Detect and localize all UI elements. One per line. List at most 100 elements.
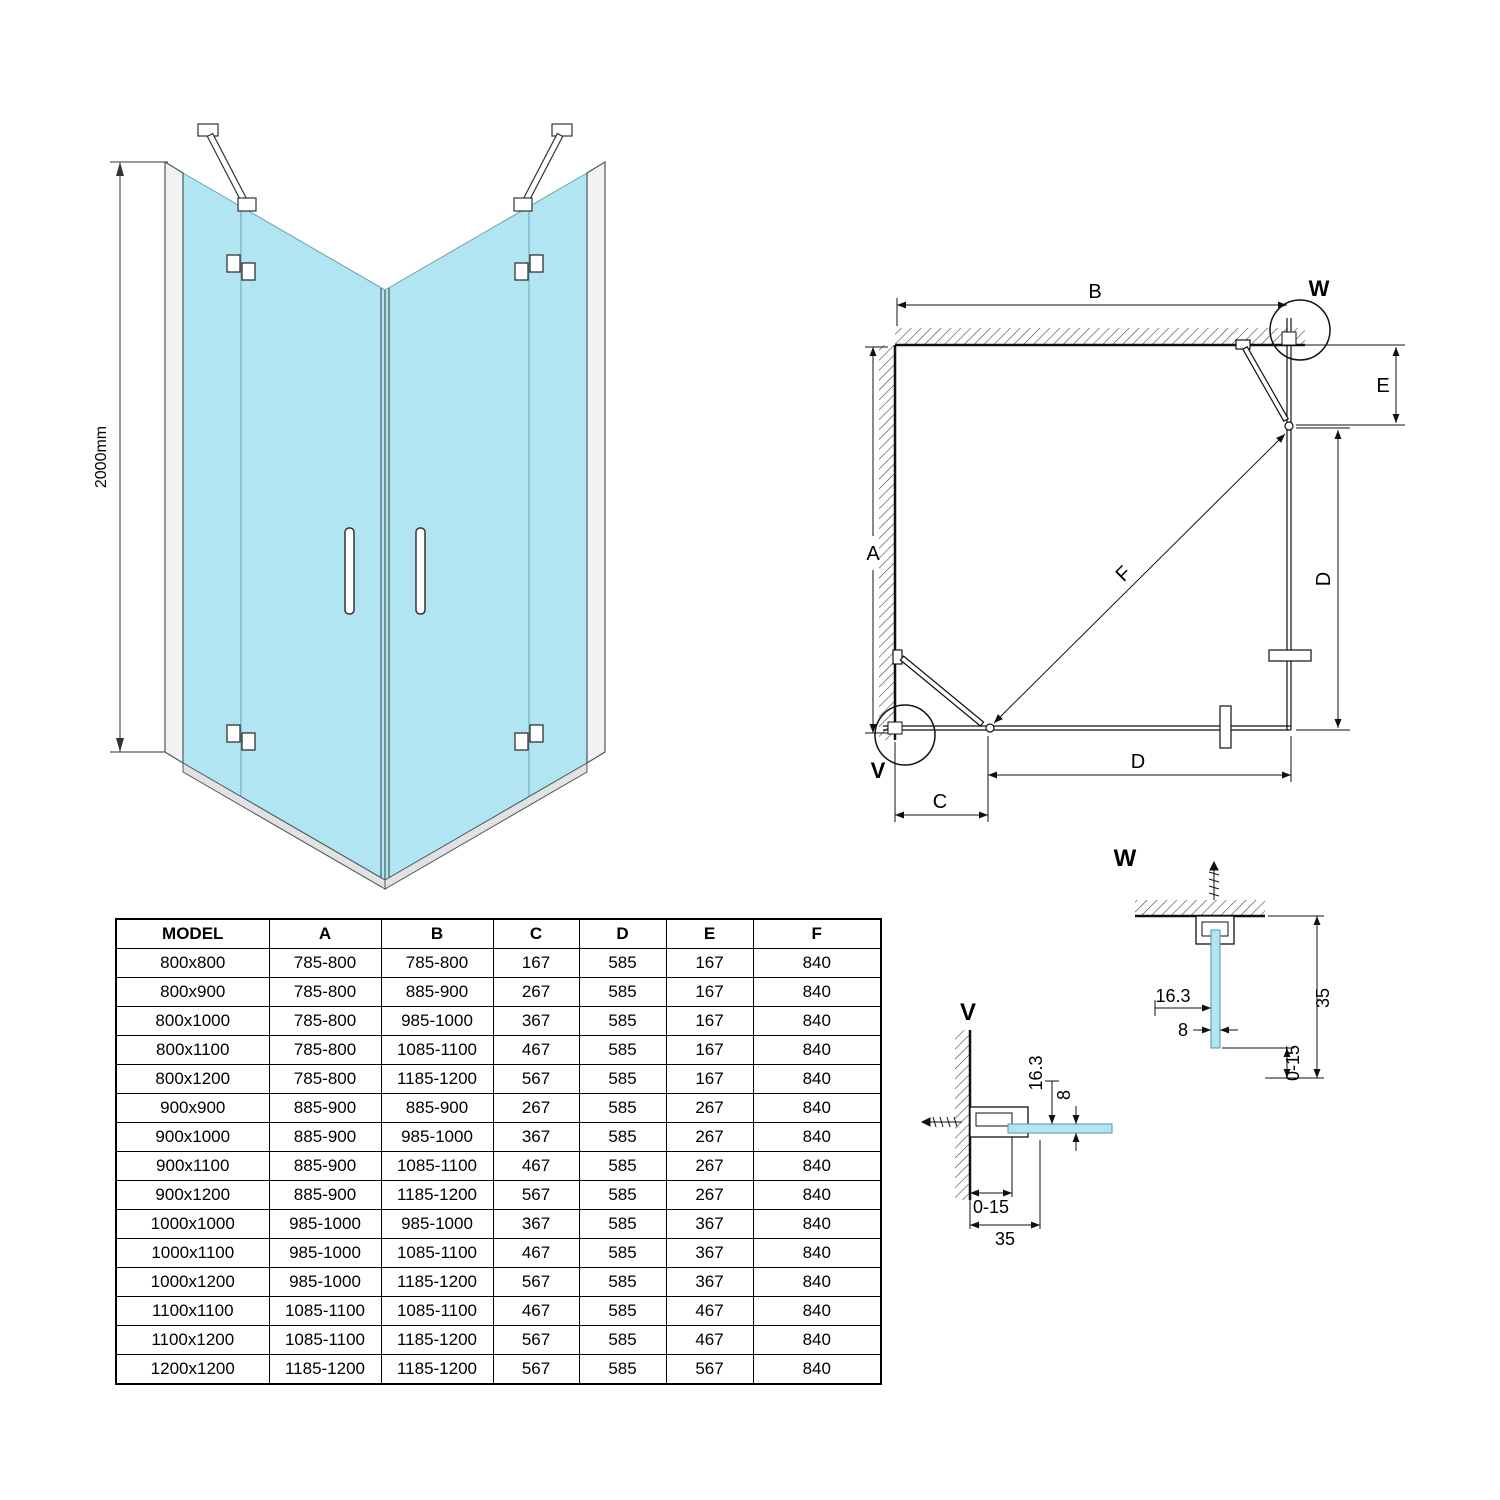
table-cell: 840 bbox=[752, 1151, 882, 1181]
dim-0-15: 0-15 bbox=[973, 1197, 1009, 1217]
table-cell: 840 bbox=[752, 1122, 882, 1152]
hinge bbox=[514, 732, 529, 751]
dim-35: 35 bbox=[1313, 988, 1333, 1008]
dim-16-3: 16.3 bbox=[1155, 986, 1190, 1006]
table-cell: 585 bbox=[578, 1035, 667, 1065]
label-f: F bbox=[1112, 562, 1136, 586]
plan-view: B A E D F C D W V bbox=[865, 276, 1405, 822]
top-wall-hatch bbox=[895, 328, 1305, 345]
table-cell: 585 bbox=[578, 1151, 667, 1181]
wall-profile-right bbox=[586, 160, 606, 765]
dim-35: 35 bbox=[995, 1229, 1015, 1249]
table-cell: 167 bbox=[665, 948, 754, 978]
table-cell: 1185-1200 bbox=[380, 1180, 494, 1210]
wall-anchor bbox=[551, 123, 573, 137]
table-cell: 900x1200 bbox=[115, 1180, 270, 1210]
table-cell: 1085-1100 bbox=[268, 1325, 382, 1355]
dim-line-f bbox=[993, 433, 1286, 724]
hinges bbox=[226, 254, 544, 751]
table-cell: 900x900 bbox=[115, 1093, 270, 1123]
table-cell: 467 bbox=[665, 1325, 754, 1355]
dim-8: 8 bbox=[1178, 1020, 1188, 1040]
table-cell: 585 bbox=[578, 1180, 667, 1210]
detail-marker-v bbox=[874, 704, 936, 766]
table-cell: 1000x1000 bbox=[115, 1209, 270, 1239]
wall-hatch bbox=[955, 1030, 970, 1200]
profile-inner bbox=[975, 1112, 1013, 1127]
ceiling-hatch bbox=[1135, 900, 1265, 916]
table-cell: 585 bbox=[578, 948, 667, 978]
hinge bbox=[514, 262, 529, 281]
hinge bbox=[241, 732, 256, 751]
table-cell: 885-900 bbox=[380, 1093, 494, 1123]
table-header-row: MODEL A B C D E F bbox=[115, 918, 882, 949]
table-cell: 840 bbox=[752, 1267, 882, 1297]
table-cell: 585 bbox=[578, 1238, 667, 1268]
label-a: A bbox=[866, 543, 880, 565]
wall-bracket bbox=[892, 649, 903, 665]
table-cell: 1085-1100 bbox=[380, 1238, 494, 1268]
table-cell: 1100x1100 bbox=[115, 1296, 270, 1326]
table-cell: 467 bbox=[665, 1296, 754, 1326]
table-cell: 785-800 bbox=[268, 977, 382, 1007]
hinge bbox=[529, 254, 544, 273]
table-cell: 840 bbox=[752, 1064, 882, 1094]
detail-marker-w bbox=[1269, 299, 1331, 361]
door-handle-left bbox=[344, 527, 355, 615]
bottom-rail-right bbox=[384, 762, 588, 890]
label-d-bottom: D bbox=[1131, 751, 1145, 773]
table-cell: 785-800 bbox=[268, 948, 382, 978]
table-cell: 1085-1100 bbox=[268, 1296, 382, 1326]
glass-pane bbox=[1007, 1123, 1113, 1134]
table-cell: 267 bbox=[665, 1093, 754, 1123]
col-header-c: C bbox=[492, 918, 580, 949]
hinge bbox=[529, 724, 544, 743]
table-cell: 567 bbox=[492, 1325, 580, 1355]
table-cell: 900x1000 bbox=[115, 1122, 270, 1152]
detail-v-dim-labels: 16.3 8 0-15 35 bbox=[973, 1055, 1074, 1249]
table-cell: 167 bbox=[665, 1035, 754, 1065]
table-cell: 840 bbox=[752, 1093, 882, 1123]
label-w: W bbox=[1309, 276, 1330, 301]
table-cell: 1000x1200 bbox=[115, 1267, 270, 1297]
table-cell: 885-900 bbox=[268, 1093, 382, 1123]
door-edges bbox=[380, 288, 390, 880]
wall-profile-top-plan bbox=[1281, 331, 1297, 346]
glass-clamp bbox=[513, 197, 533, 212]
table-cell: 885-900 bbox=[268, 1151, 382, 1181]
screw-icon bbox=[920, 1116, 962, 1128]
hinge bbox=[226, 254, 241, 273]
screw-icon bbox=[1208, 860, 1220, 900]
detail-v-dims bbox=[969, 1080, 1080, 1229]
detail-w: W 16.3 8 0-15 35 bbox=[1114, 845, 1333, 1081]
table-cell: 1100x1200 bbox=[115, 1325, 270, 1355]
table-cell: 885-900 bbox=[380, 977, 494, 1007]
table-cell: 367 bbox=[665, 1209, 754, 1239]
pivot-top bbox=[1284, 421, 1294, 431]
table-cell: 840 bbox=[752, 948, 882, 978]
shower-enclosure bbox=[182, 172, 588, 881]
table-cell: 840 bbox=[752, 1325, 882, 1355]
dim-arrow-down bbox=[116, 738, 124, 752]
table-cell: 367 bbox=[665, 1238, 754, 1268]
table-cell: 800x800 bbox=[115, 948, 270, 978]
table-cell: 1185-1200 bbox=[380, 1267, 494, 1297]
wall-profile-left bbox=[164, 160, 184, 765]
table-cell: 785-800 bbox=[380, 948, 494, 978]
table-cell: 985-1000 bbox=[268, 1238, 382, 1268]
glass-panels-plan bbox=[883, 318, 1292, 731]
table-cell: 840 bbox=[752, 977, 882, 1007]
left-wall-hatch bbox=[879, 345, 895, 740]
table-cell: 585 bbox=[578, 1325, 667, 1355]
table-cell: 167 bbox=[665, 1064, 754, 1094]
